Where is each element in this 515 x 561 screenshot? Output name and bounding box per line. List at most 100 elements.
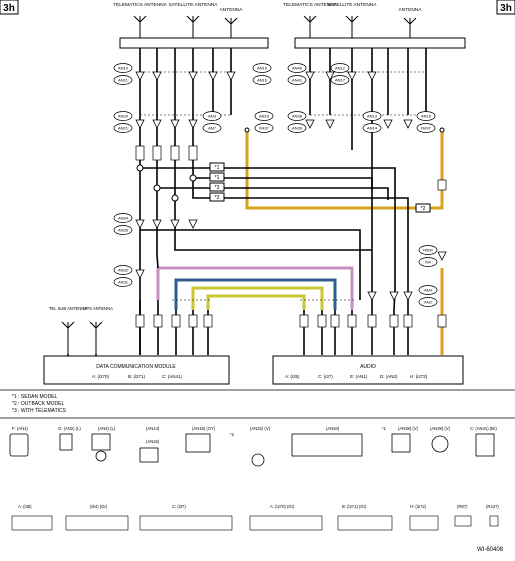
svg-text:(AN38) (V): (AN38) (V) — [398, 426, 419, 431]
svg-text:AN7: AN7 — [208, 126, 217, 131]
svg-text:C: (AN41): C: (AN41) — [162, 374, 183, 379]
svg-text:(AN16): (AN16) — [146, 439, 160, 444]
left-antenna-labels: TELEMATICS ANTENNA SATELLITE ANTENNA ANT… — [113, 2, 243, 13]
svg-text:TEL SUB ANTENNA: TEL SUB ANTENNA — [49, 306, 87, 311]
svg-text:*1: *1 — [215, 165, 220, 171]
svg-text:AN11: AN11 — [118, 78, 128, 83]
audio-title: AUDIO — [360, 364, 376, 370]
svg-text:(AN4) (L): (AN4) (L) — [98, 426, 116, 431]
svg-text:(R97): (R97) — [457, 504, 468, 509]
data-communication-module — [43, 355, 230, 385]
svg-text:A: (i35): A: (i35) — [18, 504, 32, 509]
connector-views-row1: F: (AN1) G: (AN2) (L) (AN4) (L) (AN14) (… — [9, 426, 497, 467]
joint-markers: *1 *1 *3 *3 *2 — [209, 162, 431, 213]
shield-lines — [140, 71, 426, 301]
audio-connectors: A: (i35) C: (i37) E: (AN1) D: (AN2) H: (… — [285, 374, 428, 379]
antenna-label: ANTENNA — [220, 7, 244, 13]
connector-views-row2: A: (i35) (I54) (Gr) C: (i37) A: (i270) (… — [11, 504, 499, 531]
svg-text:D: (AN2): D: (AN2) — [380, 374, 398, 379]
right-antenna-labels: TELEMATICS ANTENNA SATELLITE ANTENNA ANT… — [283, 2, 422, 13]
black-wires — [67, 48, 427, 356]
svg-text:A: (i35): A: (i35) — [285, 374, 300, 379]
svg-text:AN34: AN34 — [118, 216, 129, 221]
svg-text:R437: R437 — [421, 126, 431, 131]
svg-text:*2: *2 — [421, 206, 426, 212]
svg-text:GPS ANTENNA: GPS ANTENNA — [83, 306, 113, 311]
svg-text:C: (i37): C: (i37) — [318, 374, 333, 379]
svg-text:*1: *1 — [215, 175, 220, 181]
svg-text:C: (i37): C: (i37) — [172, 504, 186, 509]
svg-text:H: (i272): H: (i272) — [410, 504, 427, 509]
antenna-label: SATELLITE ANTENNA — [328, 2, 378, 8]
bottom-antenna-labels: TEL SUB ANTENNA GPS ANTENNA — [49, 306, 113, 311]
svg-text:B: (i271): B: (i271) — [128, 374, 146, 379]
svg-text:F: (AN1): F: (AN1) — [12, 426, 28, 431]
svg-text:(R437): (R437) — [486, 504, 499, 509]
svg-text:(AN14): (AN14) — [146, 426, 160, 431]
svg-text:AN18: AN18 — [259, 114, 270, 119]
svg-text:*3: *3 — [215, 195, 220, 201]
antenna-symbols — [61, 15, 417, 354]
svg-text:AN12: AN12 — [335, 66, 346, 71]
svg-text:B: (i271) (Gr): B: (i271) (Gr) — [342, 504, 367, 509]
page-tag-left: 3h — [0, 0, 19, 15]
svg-text:3h: 3h — [3, 3, 15, 14]
legend-item: *3 : WITH TELEMATICS — [12, 408, 66, 414]
figure-id: WI-60408 — [476, 547, 503, 553]
connector-id-ellipses — [113, 63, 438, 307]
svg-text:AN20: AN20 — [118, 114, 129, 119]
svg-text:AN18: AN18 — [421, 114, 432, 119]
svg-text:AN13: AN13 — [367, 114, 378, 119]
right-antenna-housing — [294, 37, 466, 49]
svg-text:AN14: AN14 — [367, 126, 378, 131]
svg-text:*3: *3 — [215, 185, 220, 191]
legend-item: *2 : OUTBACK MODEL — [12, 401, 65, 407]
svg-text:3h: 3h — [500, 3, 512, 14]
svg-text:AN38: AN38 — [292, 114, 303, 119]
antenna-label: ANTENNA — [399, 7, 423, 13]
svg-text:AN15: AN15 — [257, 66, 268, 71]
svg-text:E: (AN1): E: (AN1) — [350, 374, 368, 379]
svg-text:AN31: AN31 — [118, 280, 129, 285]
audio-unit — [272, 355, 464, 385]
svg-text:AN39: AN39 — [292, 126, 303, 131]
svg-text:(AN39) (V): (AN39) (V) — [430, 426, 451, 431]
svg-text:A: (i270) (Gr): A: (i270) (Gr) — [270, 504, 295, 509]
svg-text:(AN34): (AN34) — [326, 426, 340, 431]
svg-text:C: (AN41) (Br): C: (AN41) (Br) — [470, 426, 497, 431]
svg-text:AN41: AN41 — [292, 78, 303, 83]
svg-text:AN10: AN10 — [118, 66, 129, 71]
junction-dots — [136, 127, 445, 202]
wire-id-boxes — [135, 145, 447, 328]
inline-connector-triangles — [135, 71, 447, 301]
svg-text:*2: *2 — [230, 432, 235, 437]
svg-text:(AN19) (GY): (AN19) (GY) — [192, 426, 216, 431]
svg-text:AN17: AN17 — [335, 78, 346, 83]
svg-text:AN40: AN40 — [292, 66, 303, 71]
svg-text:G: (AN2) (L): G: (AN2) (L) — [58, 426, 81, 431]
svg-text:I54: I54 — [425, 260, 431, 265]
svg-text:H: (i272): H: (i272) — [410, 374, 428, 379]
antenna-label: TELEMATICS ANTENNA — [283, 2, 338, 8]
legend-item: *1 : SEDAN MODEL — [12, 394, 58, 400]
svg-text:R437: R437 — [259, 126, 269, 131]
antenna-label: SATELLITE ANTENNA — [169, 2, 219, 8]
svg-text:(AN32) (V): (AN32) (V) — [250, 426, 271, 431]
dcm-connectors: A: (i270) B: (i271) C: (AN41) — [92, 374, 183, 379]
svg-text:(I54) (Gr): (I54) (Gr) — [90, 504, 108, 509]
svg-text:A: (i270): A: (i270) — [92, 374, 110, 379]
svg-text:R500: R500 — [423, 248, 433, 253]
svg-text:*1: *1 — [382, 426, 387, 431]
connector-id-labels: AN10 AN11 AN15 AN16 AN20 AN21 AN3 AN7 AN… — [118, 66, 434, 305]
svg-text:AN32: AN32 — [118, 268, 129, 273]
svg-text:AN16: AN16 — [257, 78, 268, 83]
page-tag-right: 3h — [496, 0, 515, 15]
colored-wires — [156, 130, 444, 355]
svg-text:AN2: AN2 — [424, 300, 433, 305]
left-antenna-housing — [119, 37, 269, 49]
svg-text:AN4: AN4 — [424, 288, 433, 293]
svg-text:AN3: AN3 — [208, 114, 217, 119]
antenna-label: TELEMATICS ANTENNA — [113, 2, 168, 8]
svg-text:AN35: AN35 — [118, 228, 129, 233]
